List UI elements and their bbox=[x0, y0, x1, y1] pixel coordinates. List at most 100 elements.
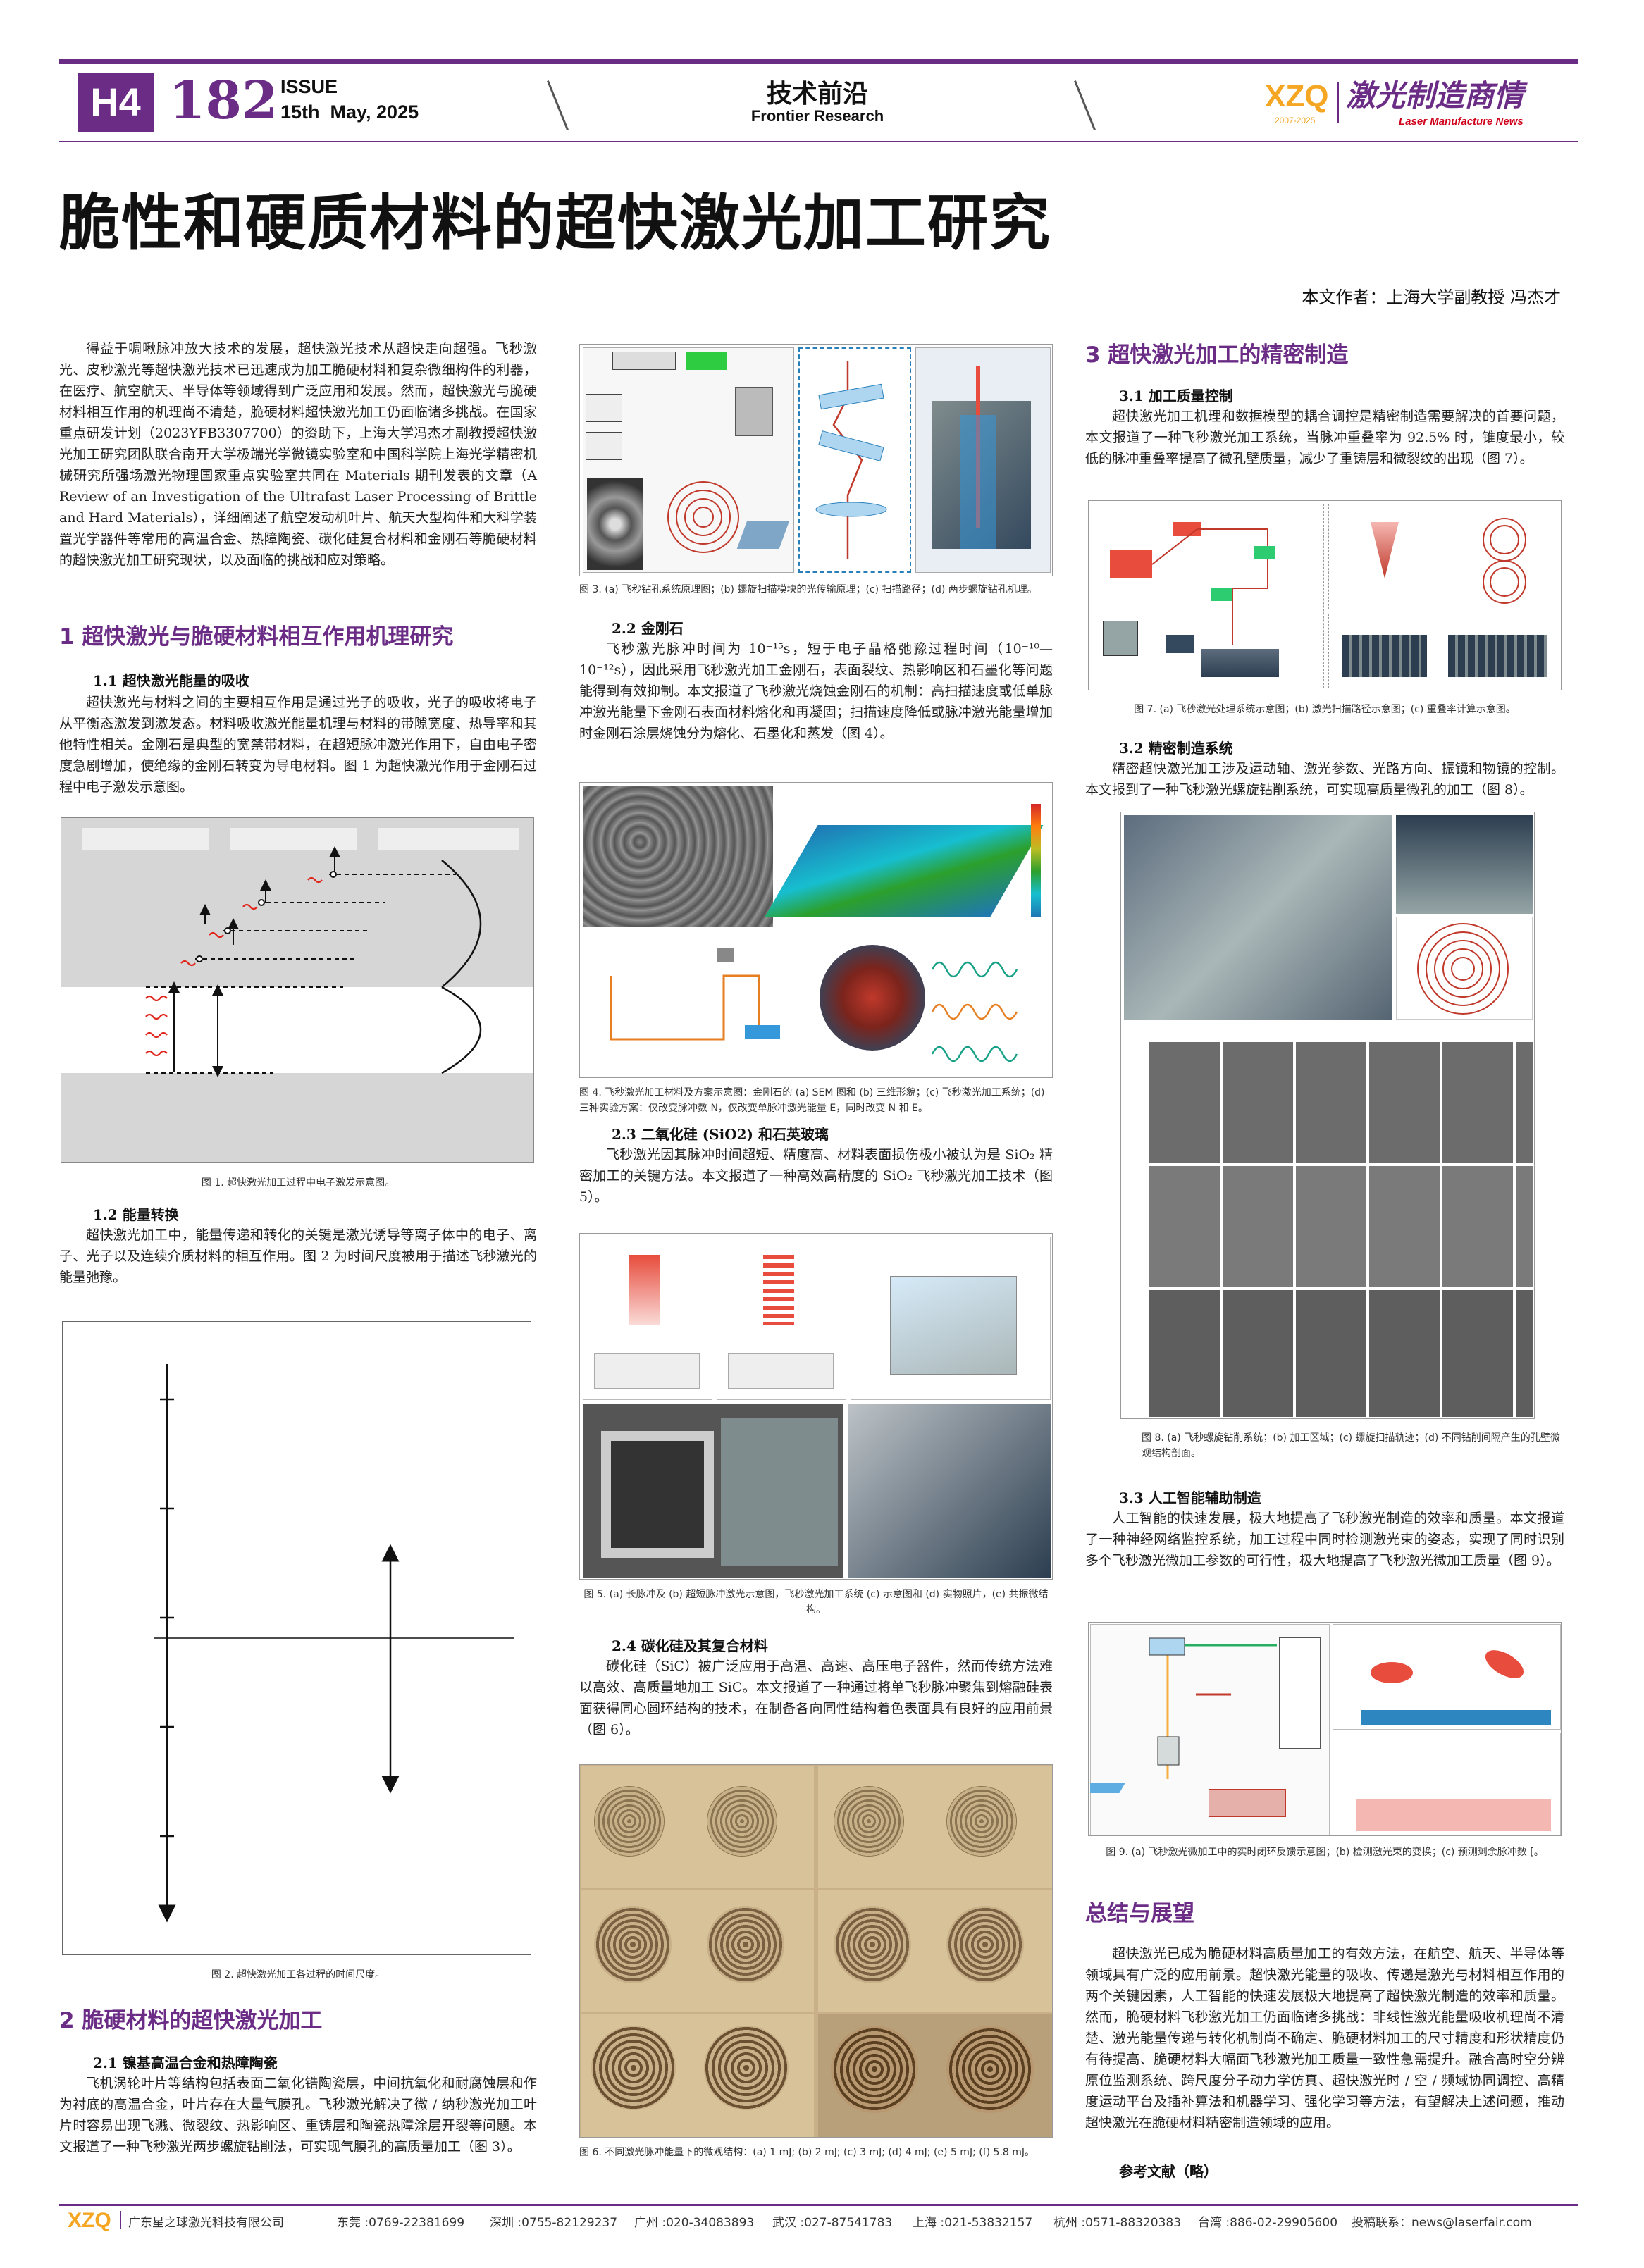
fig8-panel-b bbox=[1396, 815, 1533, 914]
fig6-crater-b1 bbox=[834, 1786, 904, 1857]
fig5-system-sketch bbox=[890, 1276, 1017, 1375]
fig4-waveforms bbox=[932, 961, 1018, 1062]
fig1-valence-band bbox=[61, 1073, 533, 1162]
subsection-2-4-heading: 2.4 碳化硅及其复合材料 bbox=[612, 1637, 768, 1654]
figure-8-caption: 图 8. (a) 飞秒螺旋钻削系统；(b) 加工区域；(c) 螺旋扫描轨迹；(d… bbox=[1142, 1432, 1560, 1459]
fig8-panel-c bbox=[1396, 917, 1533, 1020]
footer-logo: XZQ bbox=[68, 2209, 111, 2232]
subsection-1-1-heading: 1.1 超快激光能量的吸收 bbox=[93, 672, 249, 689]
fig9-ellipse-1 bbox=[1371, 1662, 1413, 1683]
section-3-heading: 3 超快激光加工的精密制造 bbox=[1085, 342, 1349, 368]
fig6-crater-f2 bbox=[946, 2026, 1034, 2113]
paragraph-1-1: 超快激光与材料之间的主要相互作用是通过光子的吸收，光子的吸收将电子从平衡态激发到… bbox=[59, 695, 537, 795]
fig8-sem-row-1 bbox=[1149, 1042, 1533, 1163]
fig7-expander bbox=[1173, 522, 1201, 536]
figure-2-caption: 图 2. 超快激光加工各过程的时间尺度。 bbox=[211, 1969, 385, 1981]
fig3-spiral-path bbox=[667, 481, 739, 553]
paragraph-3-1: 超快激光加工机理和数据模型的耦合调控是精密制造需要解决的首要问题，本文报道了一种… bbox=[1085, 409, 1564, 466]
subsection-2-3-heading: 2.3 二氧化硅 (SiO2) 和石英玻璃 bbox=[612, 1126, 829, 1143]
logo-abbr: XZQ bbox=[1265, 79, 1329, 113]
fig4-optical-path bbox=[610, 948, 780, 1041]
fig4-colorbar bbox=[1031, 804, 1041, 917]
section-1-heading: 1 超快激光与脆硬材料相互作用机理研究 bbox=[59, 624, 454, 650]
conclusion-heading: 总结与展望 bbox=[1085, 1901, 1194, 1926]
fig6-crater-e2 bbox=[704, 2026, 789, 2110]
fig5-substrate-a bbox=[594, 1353, 700, 1389]
footer-contact-shanghai: 上海 :021-53832157 bbox=[913, 2216, 1033, 2230]
footer-company: 广东星之球激光科技有限公司 bbox=[128, 2216, 284, 2230]
section-title-cn: 技术前沿 bbox=[766, 80, 868, 109]
fig6-crater-f1 bbox=[831, 2026, 918, 2113]
fig6-crater-e1 bbox=[591, 2026, 676, 2110]
figure-6 bbox=[579, 1764, 1053, 2138]
fig4-circle-zoom bbox=[820, 945, 925, 1051]
figure-6-caption: 图 6. 不同激光脉冲能量下的微观结构：(a) 1 mJ; (b) 2 mJ; … bbox=[579, 2147, 1035, 2158]
fig8-sem-row-2 bbox=[1149, 1166, 1533, 1287]
fig1-header-box-3 bbox=[378, 828, 519, 850]
fig3-flow bbox=[960, 415, 996, 549]
fig9-optics bbox=[1090, 1637, 1277, 1793]
section-2-heading: 2 脆硬材料的超快激光加工 bbox=[59, 2008, 323, 2033]
fig9-laser-box bbox=[1209, 1789, 1286, 1817]
article-title: 脆性和硬质材料的超快激光加工研究 bbox=[59, 188, 1051, 259]
fig5-beam-a bbox=[629, 1255, 660, 1325]
issue-date: 15th May, 2025 bbox=[280, 101, 419, 123]
fig3-control-box bbox=[586, 432, 622, 460]
fig9-cnn-box bbox=[1279, 1637, 1321, 1749]
issue-label: ISSUE bbox=[280, 76, 338, 97]
footer-submit-email[interactable]: 投稿联系：news@laserfair.com bbox=[1352, 2216, 1532, 2230]
fig3-laser-box bbox=[612, 352, 676, 370]
figure-4-caption: 图 4. 飞秒激光加工材料及方案示意图：金刚石的 (a) SEM 图和 (b) … bbox=[579, 1087, 1045, 1114]
fig3-expander-box bbox=[686, 352, 727, 370]
intro-paragraph: 得益于啁啾脉冲放大技术的发展，超快激光技术从超快走向超强。飞秒激光、皮秒激光等超… bbox=[59, 341, 537, 568]
fig4-sem-image bbox=[583, 786, 773, 927]
fig9-pred-box bbox=[1356, 1799, 1551, 1831]
fig7-laser-box bbox=[1110, 550, 1152, 578]
footer-contact-dongguan: 东莞 :0769-22381699 bbox=[337, 2216, 465, 2230]
figure-5 bbox=[579, 1233, 1053, 1580]
conclusion-paragraph: 超快激光已成为脆硬材料高质量加工的有效方法，在航空、航天、半导体等领域具有广泛的… bbox=[1085, 1946, 1564, 2131]
fig6-crater-b2 bbox=[946, 1786, 1017, 1857]
fig7-panel-b bbox=[1328, 504, 1559, 609]
footer-logo-divider bbox=[120, 2211, 121, 2229]
fig3-panel-b bbox=[798, 347, 911, 573]
figure-7-caption: 图 7. (a) 飞秒激光处理系统示意图；(b) 激光扫描路径示意图；(c) 重… bbox=[1134, 704, 1516, 715]
figure-1-caption: 图 1. 超快激光加工过程中电子激发示意图。 bbox=[201, 1177, 395, 1189]
logo-years: 2007-2025 bbox=[1275, 116, 1316, 125]
fig3-chiller-box bbox=[586, 394, 622, 422]
subsection-3-2-heading: 3.2 精密制造系统 bbox=[1119, 740, 1233, 757]
fig5-panel-d bbox=[848, 1404, 1051, 1578]
footer-contact-guangzhou: 广州 :020-34083893 bbox=[634, 2216, 755, 2230]
header-slash-right bbox=[1074, 80, 1096, 130]
subsection-3-1-heading: 3.1 加工质量控制 bbox=[1119, 388, 1233, 404]
fig7-camera bbox=[1166, 635, 1194, 653]
fig3-sample-image bbox=[587, 478, 643, 570]
logo-divider bbox=[1337, 82, 1339, 123]
footer-contact-shenzhen: 深圳 :0755-82129237 bbox=[490, 2216, 618, 2230]
figure-2 bbox=[62, 1321, 531, 1955]
footer-contact-wuhan: 武汉 :027-87541783 bbox=[772, 2216, 893, 2230]
fig5-resonator bbox=[601, 1431, 714, 1558]
fig6-crater-c1 bbox=[594, 1906, 672, 1983]
fig7-block-1 bbox=[1342, 635, 1427, 677]
brand-logo: XZQ 2007-2025 激光制造商情 Laser Manufacture N… bbox=[1265, 79, 1575, 128]
subsection-2-1-heading: 2.1 镍基高温合金和热障陶瓷 bbox=[93, 2055, 278, 2071]
section-title-en: Frontier Research bbox=[750, 107, 884, 125]
fig7-spirals bbox=[1483, 518, 1526, 604]
fig3-scan-head bbox=[735, 387, 773, 436]
header-bottom-rule bbox=[59, 141, 1578, 142]
fig8-panel-a bbox=[1124, 815, 1392, 1020]
figure-3-caption: 图 3. (a) 飞秒钻孔系统原理图；(b) 螺旋扫描模块的光传输原理；(c) … bbox=[579, 584, 1037, 595]
fig7-computer bbox=[1103, 621, 1138, 656]
paragraph-2-1: 飞机涡轮叶片等结构包括表面二氧化锆陶瓷层，中间抗氧化和耐腐蚀层和作为衬底的高温合… bbox=[59, 2076, 537, 2155]
fig1-diagram bbox=[145, 846, 482, 1077]
fig7-platform bbox=[1201, 649, 1279, 677]
paragraph-3-2: 精密超快激光加工涉及运动轴、激光参数、光路方向、振镜和物镜的控制。本文报到了一种… bbox=[1085, 761, 1564, 798]
top-rule bbox=[59, 59, 1578, 64]
header-slash-left bbox=[547, 80, 569, 130]
fig7-panel-c bbox=[1328, 614, 1559, 688]
figure-5-caption: 图 5. (a) 长脉冲及 (b) 超短脉冲激光示意图，飞秒激光加工系统 (c)… bbox=[583, 1589, 1049, 1616]
footer-contact-hangzhou: 杭州 :0571-88320383 bbox=[1053, 2216, 1182, 2230]
fig6-crater-d1 bbox=[834, 1906, 911, 1983]
fig3-beam-path bbox=[815, 361, 887, 559]
